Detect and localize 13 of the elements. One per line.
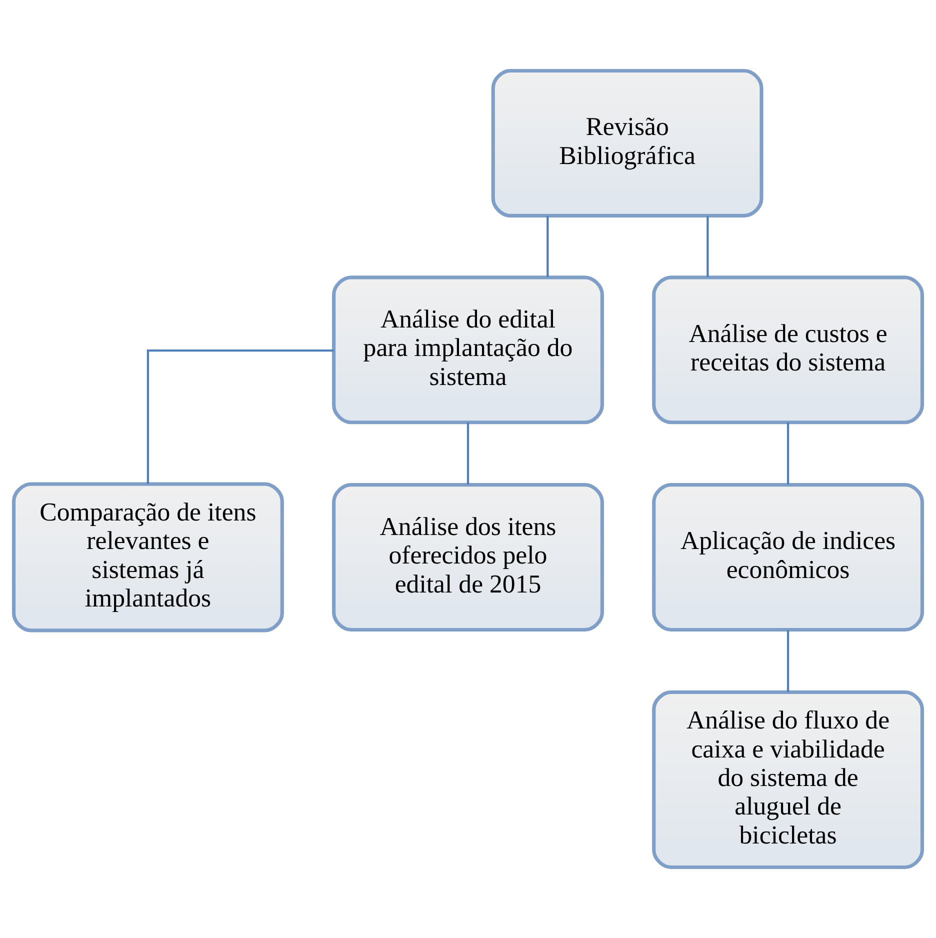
- connector: [146, 350, 334, 484]
- node-box: Análise dos itens oferecidos pelo edital de 2015: [332, 483, 604, 632]
- node-box: Análise do fluxo de caixa e viabilidade do sistema de aluguel de bicicletas: [652, 690, 924, 870]
- connector: [786, 630, 790, 692]
- node-box: Análise de custos e receitas do sistema: [652, 276, 924, 424]
- node-box: Comparação de itens relevantes e sistemas já implantados: [12, 482, 284, 632]
- connector: [786, 422, 790, 484]
- connector: [546, 216, 549, 277]
- node-box: Análise do edital para implantação do sistema: [332, 276, 604, 424]
- node-box: Aplicação de indices econômicos: [652, 483, 924, 632]
- node-box: Revisão Bibliográfica: [491, 68, 764, 218]
- connector: [466, 422, 470, 484]
- connector: [706, 216, 709, 277]
